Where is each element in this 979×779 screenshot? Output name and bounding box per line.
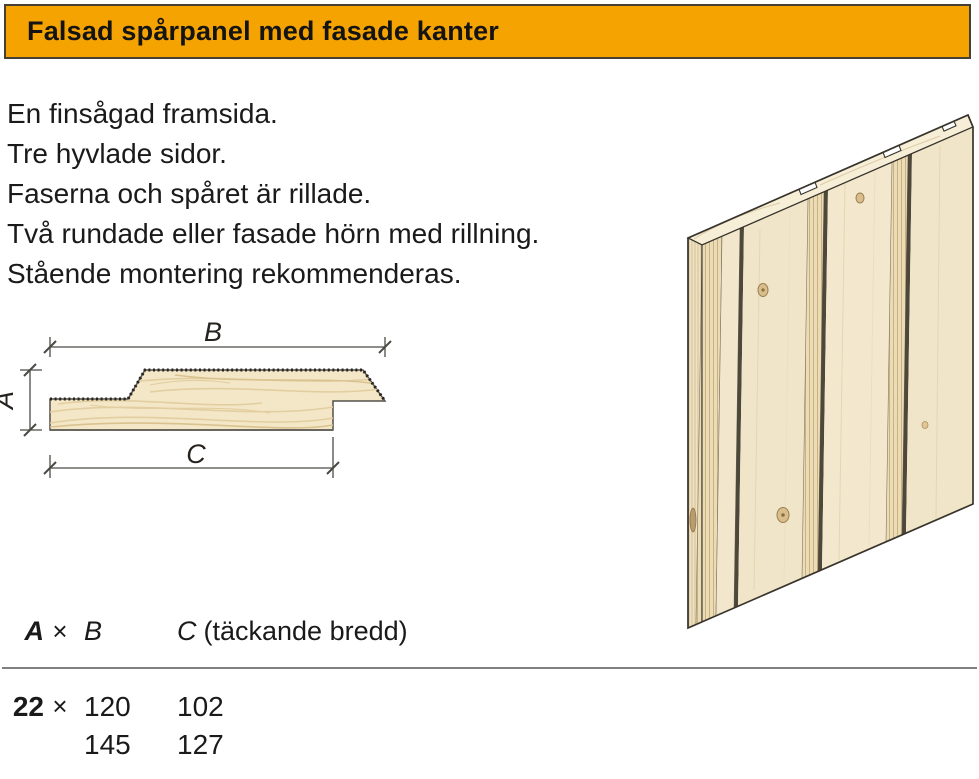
header-c-group: C(täckande bredd) [177, 616, 408, 647]
description-line: Två rundade eller fasade hörn med rillni… [7, 218, 540, 249]
wood-profile [49, 368, 387, 431]
cell-a: 22 [12, 691, 44, 722]
size-table-header: A × B C(täckande bredd) [0, 616, 979, 652]
dimension-a [20, 363, 42, 437]
header-a: A [24, 616, 45, 646]
cell-c: 127 [177, 729, 224, 760]
description-line: En finsågad framsida. [7, 98, 278, 129]
description-line: Tre hyvlade sidor. [7, 138, 227, 169]
table-row: 22 × 120 102 [0, 691, 600, 729]
product-description: En finsågad framsida. Tre hyvlade sidor.… [7, 94, 539, 294]
header-c-note: (täckande bredd) [203, 616, 408, 646]
cell-times: × [52, 691, 68, 721]
panel-board-2 [822, 162, 892, 570]
panel-board-1 [695, 198, 808, 626]
header-b: B [84, 616, 103, 646]
dimension-b [43, 337, 392, 357]
panel-3d-illustration [640, 90, 979, 650]
dimension-a-label: A [0, 391, 19, 411]
wood-grain [50, 374, 384, 429]
dimension-b-label: B [204, 317, 222, 347]
panel-board-3 [906, 126, 973, 533]
wood-knots [689, 192, 929, 533]
serrated-edge [50, 368, 387, 402]
dimension-c [43, 437, 340, 478]
cell-b: 120 [84, 691, 131, 722]
top-edge-notches [798, 120, 957, 196]
title-bar: Falsad spårpanel med fasade kanter [4, 4, 971, 59]
cross-section-diagram: B A C [0, 315, 420, 485]
cell-b: 145 [84, 729, 131, 760]
header-c: C [177, 616, 197, 646]
table-rule [2, 667, 977, 669]
description-line: Stående montering rekommenderas. [7, 258, 462, 289]
profile-drawing: B A C [0, 317, 392, 478]
description-line: Faserna och spåret är rillade. [7, 178, 372, 209]
header-times: × [52, 616, 68, 646]
page-title: Falsad spårpanel med fasade kanter [27, 16, 499, 46]
table-row: 145 127 [0, 729, 600, 767]
dimension-c-label: C [186, 439, 206, 469]
panel-outline [687, 113, 974, 630]
cell-c: 102 [177, 691, 224, 722]
panel-3d-drawing [686, 113, 974, 630]
